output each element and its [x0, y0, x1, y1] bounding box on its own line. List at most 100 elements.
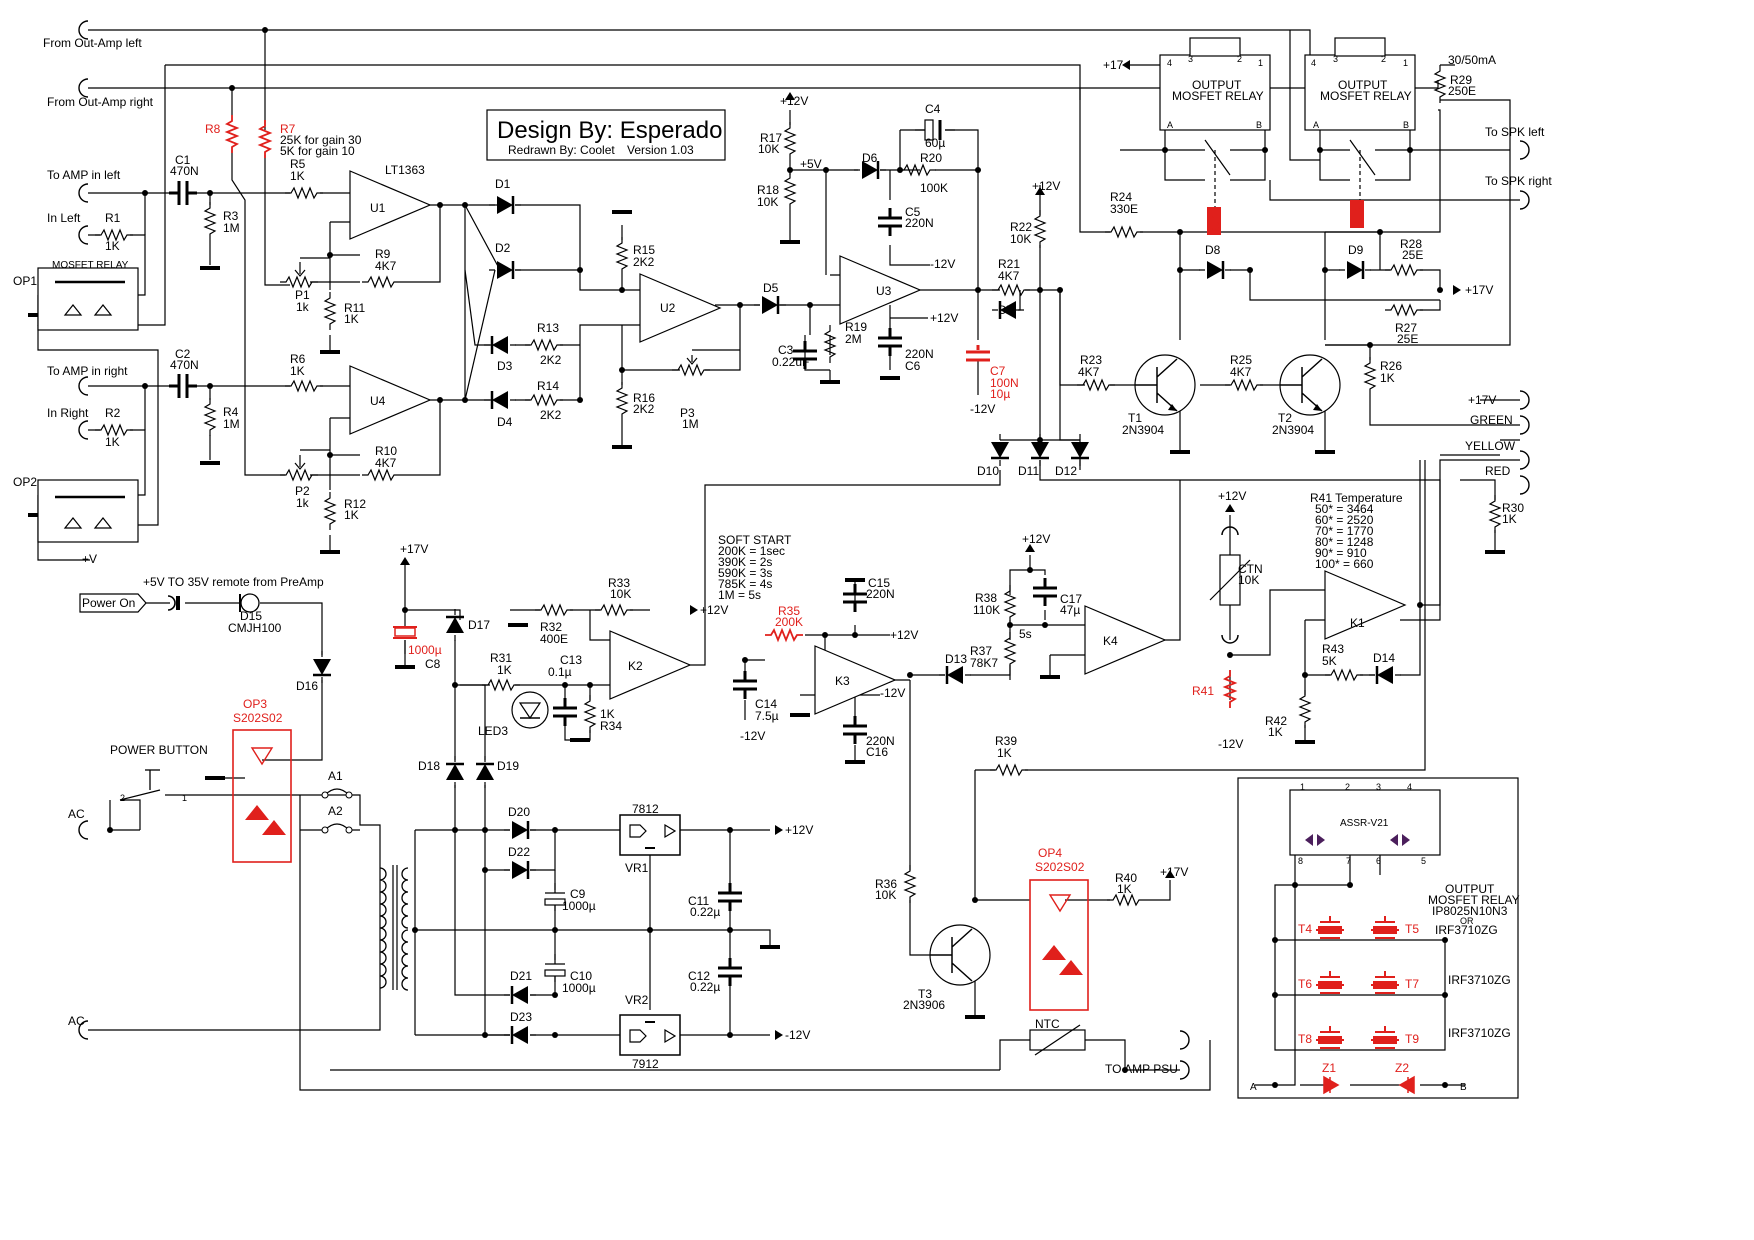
svg-text:R16: R16 [633, 391, 655, 405]
plus-v-label: +V [82, 552, 97, 566]
labels: Design By: Esperado Redrawn By: Coolet V… [13, 36, 1552, 1093]
svg-text:110K: 110K [973, 603, 1000, 617]
svg-text:4K7: 4K7 [375, 456, 397, 470]
svg-text:2K2: 2K2 [540, 408, 562, 422]
svg-text:R11: R11 [344, 301, 365, 315]
to-amp-psu-label: TO AMP PSU [1105, 1062, 1178, 1076]
remote-label: +5V TO 35V remote from PreAmp [143, 575, 324, 589]
svg-text:D8: D8 [1205, 243, 1221, 257]
svg-text:10K: 10K [757, 195, 778, 209]
svg-text:+17V: +17V [1465, 283, 1493, 297]
svg-text:R39: R39 [995, 734, 1017, 748]
svg-text:3: 3 [1188, 54, 1193, 64]
svg-text:U4: U4 [370, 394, 386, 408]
ctn-value: 10K [1238, 573, 1259, 587]
svg-text:R15: R15 [633, 243, 655, 257]
in-right: In Right [47, 406, 89, 420]
svg-text:1M: 1M [223, 417, 240, 431]
svg-text:2N3904: 2N3904 [1272, 423, 1314, 437]
svg-text:D6: D6 [862, 151, 878, 165]
svg-text:C12: C12 [688, 969, 710, 983]
svg-text:4K7: 4K7 [1230, 365, 1252, 379]
svg-text:A1: A1 [328, 769, 343, 783]
svg-text:4K7: 4K7 [1078, 365, 1100, 379]
power-on-label: Power On [82, 596, 135, 610]
svg-text:C2: C2 [175, 347, 191, 361]
svg-text:R3: R3 [223, 209, 239, 223]
svg-text:R35: R35 [778, 604, 800, 618]
irf-label-2: IRF3710ZG [1448, 1026, 1511, 1040]
to-spk-right: To SPK right [1485, 174, 1552, 188]
svg-text:R31: R31 [490, 651, 512, 665]
svg-text:3: 3 [1333, 54, 1338, 64]
from-out-amp-right: From Out-Amp right [47, 95, 154, 109]
svg-text:0.22µ: 0.22µ [690, 905, 720, 919]
svg-text:+17: +17 [1103, 58, 1124, 72]
svg-text:B: B [1403, 120, 1409, 130]
svg-text:R28: R28 [1400, 237, 1422, 251]
svg-text:5K for gain 10: 5K for gain 10 [280, 144, 355, 158]
svg-text:D19: D19 [497, 759, 519, 773]
svg-text:D16: D16 [296, 679, 318, 693]
inset-title-4: IRF3710ZG [1435, 923, 1498, 937]
svg-text:A: A [1313, 120, 1319, 130]
svg-text:4K7: 4K7 [375, 259, 397, 273]
svg-text:T9: T9 [1405, 1032, 1419, 1046]
svg-text:4: 4 [1407, 782, 1412, 792]
svg-text:C13: C13 [560, 653, 582, 667]
svg-text:C1: C1 [175, 153, 191, 167]
svg-text:5K: 5K [1322, 654, 1337, 668]
svg-text:LED3: LED3 [478, 724, 508, 738]
svg-text:R9: R9 [375, 247, 391, 261]
svg-text:D2: D2 [495, 241, 511, 255]
svg-text:1K: 1K [290, 364, 305, 378]
svg-text:-12V: -12V [740, 729, 765, 743]
svg-text:Rel2: Rel2 [1354, 206, 1365, 227]
ctn-label: CTN [1238, 562, 1263, 576]
svg-text:1M: 1M [682, 417, 699, 431]
svg-text:T1: T1 [1128, 411, 1142, 425]
soft-start-3: 590K = 3s [718, 566, 772, 580]
svg-text:220N: 220N [866, 734, 895, 748]
svg-text:1K: 1K [1380, 371, 1395, 385]
svg-text:R27: R27 [1395, 321, 1417, 335]
svg-text:D17: D17 [468, 618, 490, 632]
r41-temp-4: 80* = 1248 [1315, 535, 1374, 549]
svg-text:1: 1 [1300, 782, 1305, 792]
svg-text:R23: R23 [1080, 353, 1102, 367]
svg-text:+12V: +12V [785, 823, 813, 837]
svg-text:1K: 1K [1117, 882, 1132, 896]
svg-text:R40: R40 [1115, 871, 1137, 885]
svg-text:1k: 1k [296, 496, 310, 510]
svg-text:VR2: VR2 [625, 993, 649, 1007]
svg-text:C10: C10 [570, 969, 592, 983]
svg-text:10K: 10K [1010, 232, 1031, 246]
svg-text:C14: C14 [755, 697, 777, 711]
svg-text:+5V: +5V [800, 157, 822, 171]
svg-text:+12V: +12V [700, 603, 728, 617]
svg-text:+12V: +12V [780, 94, 808, 108]
svg-text:D11: D11 [1018, 464, 1039, 478]
r41-temp-1: 50* = 3464 [1315, 502, 1374, 516]
svg-text:K4: K4 [1103, 634, 1118, 648]
svg-text:1K: 1K [344, 508, 359, 522]
svg-text:10K: 10K [875, 888, 896, 902]
svg-text:1: 1 [1403, 58, 1408, 68]
svg-text:0.22µ: 0.22µ [690, 980, 720, 994]
svg-text:+12V: +12V [1032, 179, 1060, 193]
svg-text:R12: R12 [344, 497, 366, 511]
yellow-label: YELLOW [1465, 439, 1516, 453]
svg-text:7: 7 [1346, 856, 1351, 866]
title-main: Design By: Esperado [497, 117, 722, 144]
svg-text:D18: D18 [418, 759, 440, 773]
svg-text:1: 1 [182, 793, 187, 803]
svg-text:R21: R21 [998, 257, 1020, 271]
svg-text:0.22uF: 0.22uF [772, 355, 809, 369]
svg-text:R7: R7 [280, 122, 296, 136]
svg-text:25E: 25E [1397, 332, 1418, 346]
svg-text:47µ: 47µ [1060, 603, 1080, 617]
svg-text:7912: 7912 [632, 1057, 659, 1071]
soft-start-4: 785K = 4s [718, 577, 772, 591]
svg-text:2N3906: 2N3906 [903, 998, 945, 1012]
